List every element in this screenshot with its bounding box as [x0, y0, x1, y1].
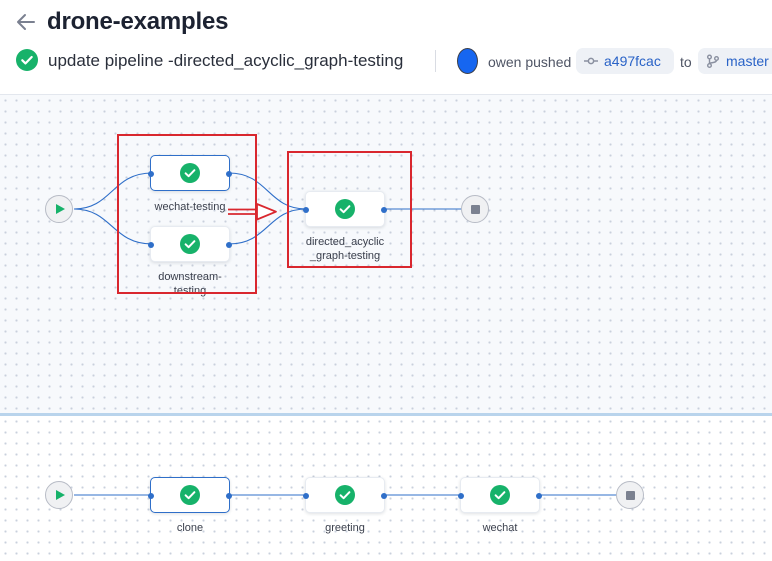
step-directed-acyclic-graph-testing[interactable] [303, 191, 387, 227]
step-downstream-testing[interactable] [148, 226, 232, 262]
step-label: directed_acyclic _graph-testing [305, 236, 385, 262]
back-arrow-icon[interactable] [14, 10, 38, 34]
step-clone[interactable] [148, 477, 232, 513]
output-port [226, 171, 232, 177]
to-text: to [680, 54, 692, 70]
step-wechat-testing[interactable] [148, 155, 232, 191]
branch-name: master [726, 53, 769, 69]
annotation-box [287, 151, 412, 268]
output-port [381, 207, 387, 213]
commit-message: update pipeline -directed_acyclic_graph-… [48, 51, 404, 70]
play-icon [56, 490, 65, 500]
check-circle-icon [490, 485, 510, 505]
input-port [148, 171, 154, 177]
pipeline-end-node[interactable] [461, 195, 489, 223]
pipeline-graph-top [0, 94, 772, 414]
input-port [303, 493, 309, 499]
pipeline-start-node[interactable] [45, 195, 73, 223]
output-port [226, 242, 232, 248]
step-label: wechat-testing [154, 201, 226, 213]
pipeline-graph-bottom [0, 416, 772, 561]
check-circle-icon [180, 234, 200, 254]
stop-icon [471, 205, 480, 214]
step-wechat[interactable] [458, 477, 542, 513]
input-port [148, 242, 154, 248]
commit-hash: a497fcac [604, 53, 661, 69]
commit-link[interactable]: a497fcac [576, 48, 674, 74]
check-circle-icon [335, 485, 355, 505]
branch-link[interactable]: master [698, 48, 772, 74]
commit-icon [584, 57, 598, 65]
pipeline-separator [0, 413, 772, 416]
step-greeting[interactable] [303, 477, 387, 513]
input-port [458, 493, 464, 499]
check-circle-icon [180, 163, 200, 183]
play-icon [56, 204, 65, 214]
output-port [226, 493, 232, 499]
build-header: drone-examples update pipeline -directed… [0, 0, 772, 94]
check-circle-icon [335, 199, 355, 219]
page-title: drone-examples [47, 8, 229, 35]
step-label: downstream- testing [158, 271, 222, 297]
stop-icon [626, 491, 635, 500]
pipeline-end-node[interactable] [616, 481, 644, 509]
annotation-box [117, 134, 257, 294]
output-port [536, 493, 542, 499]
branch-icon [707, 54, 719, 68]
input-port [148, 493, 154, 499]
pushed-by-text: owen pushed [488, 54, 572, 70]
output-port [381, 493, 387, 499]
check-circle-icon [180, 485, 200, 505]
step-label: clone [176, 522, 204, 534]
step-label: greeting [325, 522, 365, 534]
divider [435, 50, 436, 72]
step-label: wechat [482, 522, 518, 534]
input-port [303, 207, 309, 213]
pipeline-start-node[interactable] [45, 481, 73, 509]
avatar [457, 48, 478, 74]
check-circle-icon [16, 49, 38, 71]
